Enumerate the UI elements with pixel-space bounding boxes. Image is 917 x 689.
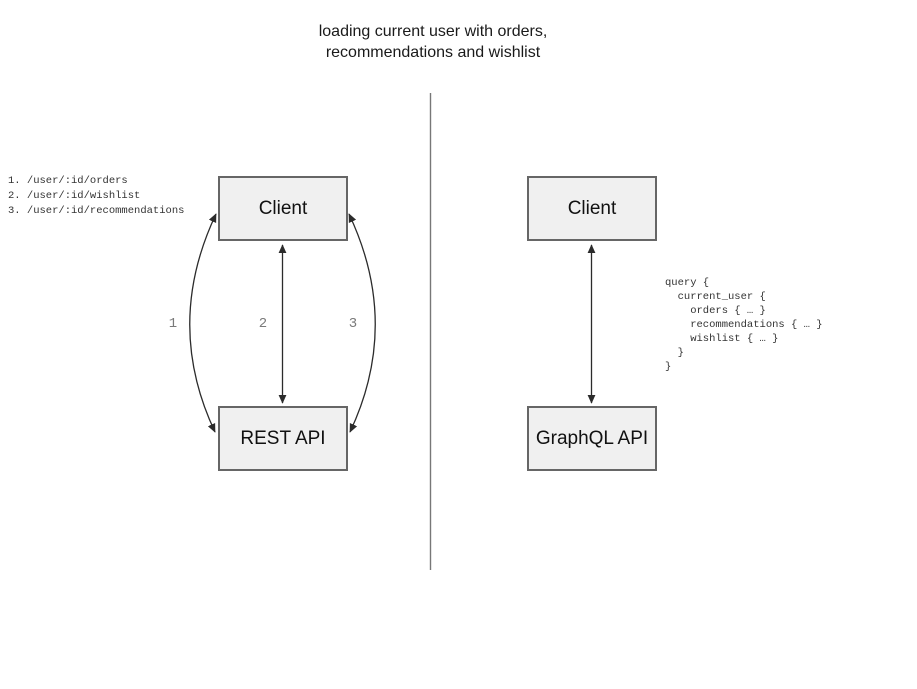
graphql-api-box: GraphQL API [527, 406, 657, 471]
graphql-api-label: GraphQL API [535, 427, 649, 449]
rest-endpoints-annotation: 1. /user/:id/orders 2. /user/:id/wishlis… [8, 175, 185, 217]
graphql-client-label: Client [567, 197, 617, 219]
graphql-client-box: Client [527, 176, 657, 241]
diagram-title: loading current user with orders, recomm… [0, 21, 866, 63]
rest-client-label: Client [258, 197, 308, 219]
diagram-title-line2: recommendations and wishlist [325, 44, 541, 61]
rest-client-box: Client [218, 176, 348, 241]
rest-arrow-label-1: 1 [168, 316, 178, 332]
rest-arrow-label-2: 2 [258, 316, 268, 332]
graphql-query-annotation: query { current_user { orders { … } reco… [665, 277, 823, 373]
rest-arrow-label-3: 3 [348, 316, 358, 332]
rest-arrow-1-curve [189, 213, 217, 433]
diagram-title-line1: loading current user with orders, [318, 23, 548, 40]
rest-api-label: REST API [240, 427, 326, 449]
rest-api-box: REST API [218, 406, 348, 471]
